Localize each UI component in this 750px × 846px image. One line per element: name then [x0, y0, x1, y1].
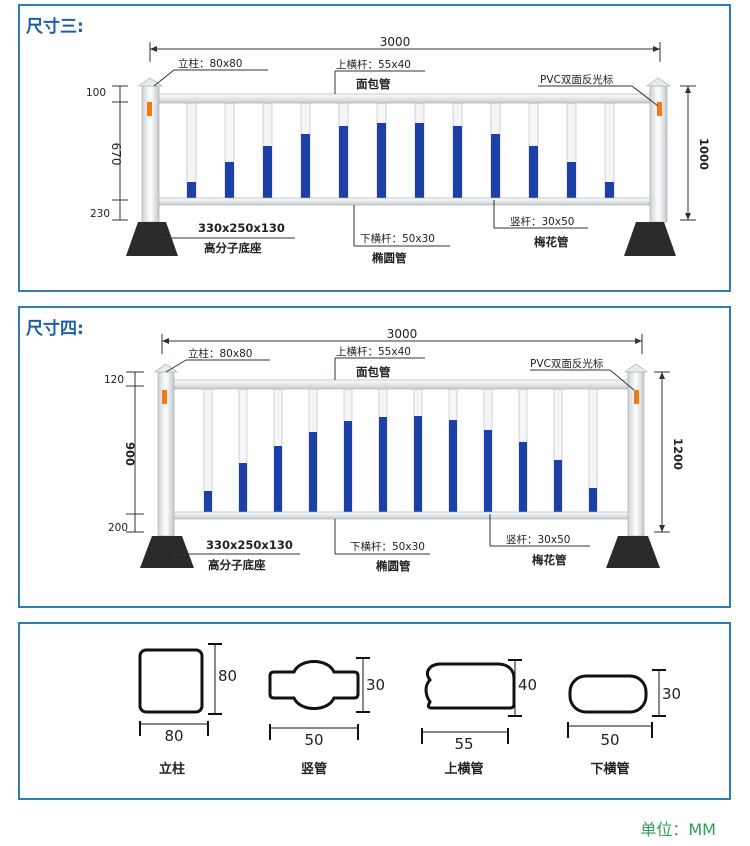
bottom-rail-label: 下横杆：50x30 — [360, 232, 435, 245]
bottom-gap-label: 230 — [90, 208, 110, 220]
base-type-label: 高分子底座 — [204, 241, 262, 255]
unit-label: 单位：MM — [640, 820, 716, 839]
left-base — [140, 536, 194, 568]
callouts: 立柱：80x80 上横杆：55x40 面包管 PVC双面反光标 330x250x… — [153, 57, 659, 265]
top-rail-type: 面包管 — [356, 365, 391, 379]
top-rail-type: 面包管 — [356, 77, 391, 91]
picket-section-name: 竖管 — [301, 761, 327, 777]
post-section-name: 立柱 — [159, 761, 185, 777]
bottom-rail — [171, 511, 633, 520]
top-gap-label: 120 — [104, 374, 124, 386]
picket-width: 50 — [304, 731, 323, 749]
base-size-label: 330x250x130 — [198, 221, 285, 235]
bottom-rail-height: 30 — [662, 685, 681, 703]
top-rail — [157, 93, 657, 104]
panel-title: 尺寸三: — [26, 17, 84, 37]
bottom-rail-label: 下横杆：50x30 — [350, 540, 425, 553]
total-height-label: 1000 — [697, 138, 711, 170]
right-base — [624, 222, 676, 256]
top-rail-label: 上横杆：55x40 — [336, 58, 411, 71]
fence-body — [140, 363, 660, 568]
left-height-dimension: 120 900 200 — [104, 371, 144, 534]
bottom-rail-type: 椭圆管 — [376, 559, 411, 573]
bottom-rail-section-name: 下横管 — [590, 761, 629, 777]
top-rail-section-name: 上横管 — [444, 761, 483, 777]
post-label: 立柱：80x80 — [178, 57, 242, 70]
right-base — [606, 536, 660, 568]
cross-sections-panel: 80 80 立柱 30 50 竖管 40 — [18, 622, 731, 800]
picket-height: 30 — [366, 676, 385, 694]
left-height-dimension: 100 670 230 — [86, 85, 128, 221]
reflector-label: PVC双面反光标 — [540, 73, 614, 86]
fence-panel-size-3: 尺寸三: 3000 100 670 23 — [18, 4, 731, 292]
bottom-rail — [157, 197, 657, 206]
top-gap-label: 100 — [86, 87, 106, 99]
total-height-dimension: 1000 — [680, 85, 711, 221]
base-size-label: 330x250x130 — [206, 538, 293, 552]
right-reflector — [657, 102, 662, 116]
left-reflector — [162, 390, 167, 404]
total-height-label: 1200 — [671, 438, 685, 470]
top-rail-width: 55 — [454, 735, 473, 753]
top-rail-label: 上横杆：55x40 — [336, 345, 411, 358]
pickets — [186, 102, 615, 201]
bottom-rail-type: 椭圆管 — [372, 251, 407, 265]
post-label: 立柱：80x80 — [188, 347, 252, 360]
picket-section-shape — [268, 660, 360, 710]
cross-sections-drawing: 80 80 立柱 30 50 竖管 40 — [138, 643, 681, 777]
left-base — [126, 222, 178, 256]
fence-drawing-3: 3000 100 670 230 1000 — [86, 35, 711, 265]
bottom-rail-width: 50 — [600, 731, 619, 749]
fence-drawing-4: 3000 120 900 200 1200 — [104, 327, 685, 573]
picket-label: 竖杆：30x50 — [510, 215, 574, 228]
width-label: 3000 — [387, 327, 418, 341]
fence-body — [126, 77, 676, 256]
total-height-dimension: 1200 — [654, 371, 685, 533]
section-bottom-rail: 30 50 下横管 — [567, 669, 681, 777]
middle-height-label: 900 — [123, 442, 137, 466]
fence-panel-size-4: 尺寸四: 3000 120 900 200 — [18, 306, 731, 608]
picket-type: 梅花管 — [534, 235, 569, 249]
reflector-label: PVC双面反光标 — [530, 357, 604, 370]
top-rail — [171, 379, 633, 390]
bottom-rail-section-shape — [568, 674, 648, 714]
right-reflector — [634, 390, 639, 404]
section-picket: 30 50 竖管 — [268, 657, 385, 777]
top-rail-height: 40 — [518, 676, 537, 694]
base-type-label: 高分子底座 — [208, 558, 266, 572]
bottom-gap-label: 200 — [108, 522, 128, 534]
pickets — [203, 387, 598, 515]
post-height: 80 — [218, 667, 237, 685]
post-section-shape — [138, 648, 204, 714]
section-post: 80 80 立柱 — [138, 643, 237, 777]
left-reflector — [147, 102, 152, 116]
picket-type: 梅花管 — [532, 553, 567, 567]
width-dimension: 3000 — [161, 327, 643, 354]
post-width: 80 — [164, 727, 183, 745]
panel-title: 尺寸四: — [26, 319, 84, 339]
picket-label: 竖杆：30x50 — [506, 533, 570, 546]
middle-height-label: 670 — [109, 143, 123, 166]
width-dimension: 3000 — [149, 35, 661, 62]
section-top-rail: 40 55 上横管 — [421, 659, 537, 777]
top-rail-section-shape — [424, 662, 516, 710]
width-label: 3000 — [380, 35, 411, 49]
callouts: 立柱：80x80 上横杆：55x40 面包管 PVC双面反光标 330x250x… — [165, 345, 635, 573]
